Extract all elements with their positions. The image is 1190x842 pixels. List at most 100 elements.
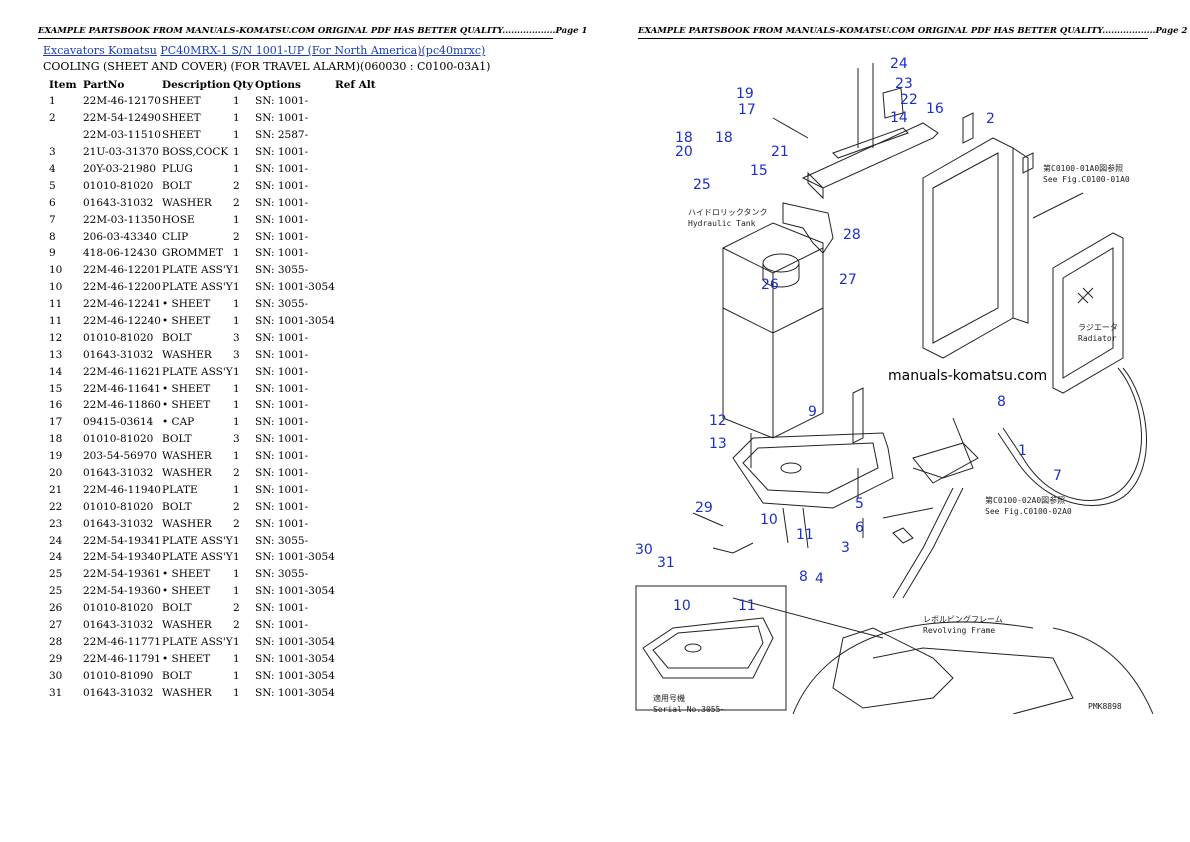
section-title: COOLING (SHEET AND COVER) (FOR TRAVEL AL… xyxy=(43,60,491,73)
cell-item: 27 xyxy=(49,619,63,632)
cell-refalt xyxy=(335,279,395,296)
callout-number: 2 xyxy=(986,111,995,127)
callout-number: 18 xyxy=(675,130,693,146)
cell-options: SN: 1001-3054 xyxy=(255,652,335,665)
cell-options: SN: 1001- xyxy=(255,112,309,125)
cell-partno: 418-06-12430 xyxy=(83,247,157,260)
col-header-options: Options xyxy=(255,78,301,91)
cell-item: 2 xyxy=(49,112,56,125)
cell-options: SN: 3055- xyxy=(255,568,309,581)
cell-description: PLATE ASS'Y xyxy=(162,635,233,648)
cell-qty: 1 xyxy=(233,213,240,226)
cell-item: 1 xyxy=(49,95,56,108)
cell-partno: 22M-54-19341 xyxy=(83,534,161,547)
cell-description: HOSE xyxy=(162,213,195,226)
col-header-qty: Qty xyxy=(233,78,254,91)
cell-qty: 2 xyxy=(233,196,240,209)
cell-qty: 3 xyxy=(233,433,240,446)
cell-qty: 1 xyxy=(233,315,240,328)
cell-partno: 22M-46-12200 xyxy=(83,281,161,294)
cell-description: • SHEET xyxy=(162,298,211,311)
cell-partno: 22M-46-12240 xyxy=(83,315,161,328)
cell-qty: 1 xyxy=(233,534,240,547)
callout-number: 11 xyxy=(738,598,756,614)
cell-item: 20 xyxy=(49,467,63,480)
cell-item: 18 xyxy=(49,433,63,446)
cell-qty: 1 xyxy=(233,365,240,378)
cell-partno: 22M-46-11940 xyxy=(83,483,161,496)
cell-refalt xyxy=(335,650,395,667)
callout-number: 30 xyxy=(635,542,653,558)
cell-qty: 1 xyxy=(233,112,240,125)
cell-item xyxy=(43,127,83,144)
cell-options: SN: 1001- xyxy=(255,95,309,108)
cell-options: SN: 1001- xyxy=(255,365,309,378)
cell-options: SN: 1001- xyxy=(255,500,309,513)
cell-item: 23 xyxy=(49,517,63,530)
cell-options: SN: 1001- xyxy=(255,483,309,496)
cell-options: SN: 1001- xyxy=(255,146,309,159)
cell-description: PLATE xyxy=(162,483,198,496)
col-header-item: Item xyxy=(49,78,77,91)
cell-options: SN: 1001- xyxy=(255,399,309,412)
cell-qty: 2 xyxy=(233,467,240,480)
cell-item: 10 xyxy=(49,264,63,277)
cell-options: SN: 3055- xyxy=(255,298,309,311)
cell-refalt xyxy=(335,515,395,532)
breadcrumb-link-category[interactable]: Excavators Komatsu xyxy=(43,44,157,57)
cell-partno: 22M-46-12241 xyxy=(83,298,161,311)
diagram-linework xyxy=(635,63,1153,714)
cell-qty: 1 xyxy=(233,585,240,598)
cell-refalt xyxy=(335,583,395,600)
cell-description: • SHEET xyxy=(162,585,211,598)
cell-options: SN: 1001- xyxy=(255,382,309,395)
cell-options: SN: 1001- xyxy=(255,230,309,243)
cell-qty: 1 xyxy=(233,129,240,142)
cell-description: WASHER xyxy=(162,517,212,530)
cell-options: SN: 1001-3054 xyxy=(255,281,335,294)
cell-description: WASHER xyxy=(162,686,212,699)
parts-table-header: Item PartNo Description Qty Options Ref … xyxy=(43,76,395,93)
cell-options: SN: 1001- xyxy=(255,619,309,632)
cell-options: SN: 1001- xyxy=(255,348,309,361)
cell-refalt xyxy=(335,346,395,363)
cell-partno: 22M-54-19361 xyxy=(83,568,161,581)
cell-qty: 1 xyxy=(233,382,240,395)
callout-number: 20 xyxy=(675,144,693,160)
cell-partno: 01010-81090 xyxy=(83,669,154,682)
breadcrumb-link-model[interactable]: PC40MRX-1 S/N 1001-UP (For North America… xyxy=(160,44,486,57)
cell-item: 3 xyxy=(49,146,56,159)
cell-options: SN: 1001- xyxy=(255,602,309,615)
callout-number: 9 xyxy=(808,404,817,420)
cell-options: SN: 1001-3054 xyxy=(255,585,335,598)
callout-number: 17 xyxy=(738,102,756,118)
cell-partno: 22M-46-11621 xyxy=(83,365,161,378)
cell-refalt xyxy=(335,549,395,566)
cell-description: WASHER xyxy=(162,467,212,480)
cell-item: 12 xyxy=(49,331,63,344)
cell-refalt xyxy=(335,397,395,414)
cell-description: WASHER xyxy=(162,619,212,632)
cell-description: WASHER xyxy=(162,348,212,361)
cell-qty: 1 xyxy=(233,95,240,108)
cell-refalt xyxy=(335,532,395,549)
cell-item: 10 xyxy=(49,281,63,294)
callout-number: 21 xyxy=(771,144,789,160)
cell-item: 25 xyxy=(49,585,63,598)
cell-description: • SHEET xyxy=(162,382,211,395)
cell-options: SN: 1001- xyxy=(255,213,309,226)
callout-number: 10 xyxy=(760,512,778,528)
callout-number: 15 xyxy=(750,163,768,179)
cell-item: 15 xyxy=(49,382,63,395)
cell-partno: 22M-46-12170 xyxy=(83,95,161,108)
